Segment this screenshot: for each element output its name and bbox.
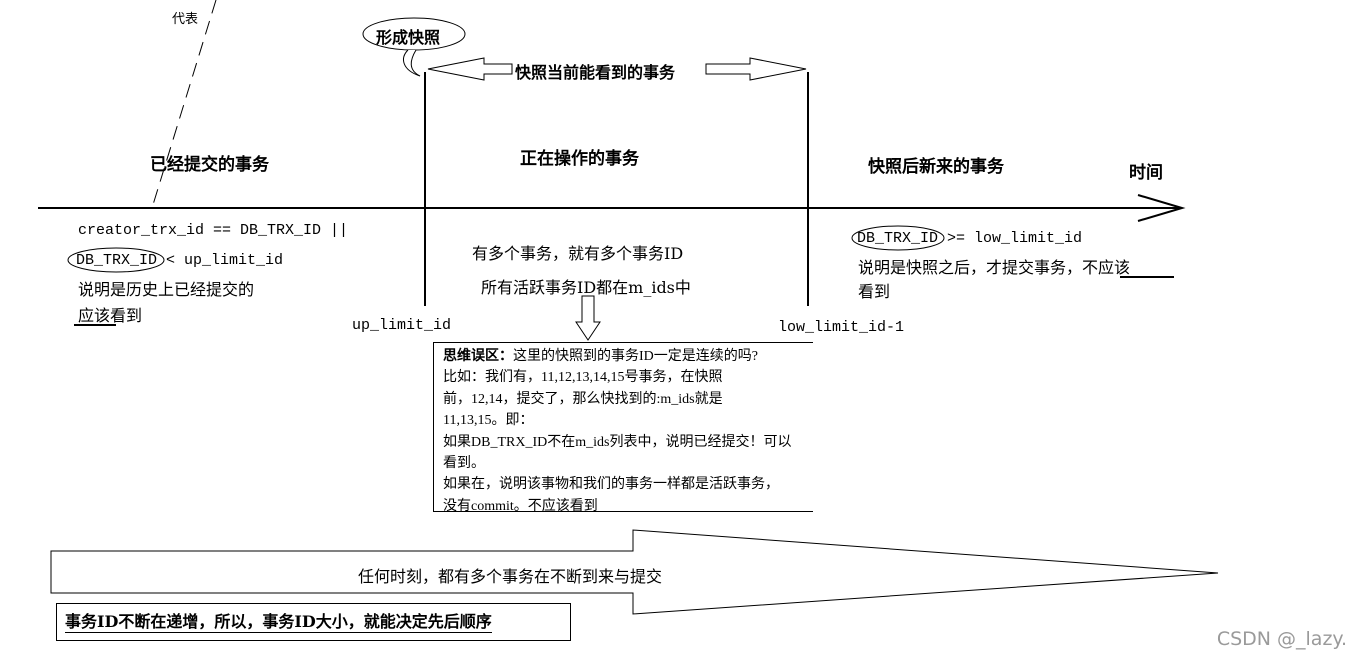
form-snapshot-label: 形成快照 [376,28,441,47]
summary-text: 事务ID不断在递增，所以，事务ID大小，就能决定先后顺序 [65,612,492,633]
dashed-leader-line [151,0,217,209]
flow-arrow-text: 任何时刻，都有多个事务在不断到来与提交 [358,567,663,586]
time-axis-arrowhead [1137,194,1186,222]
low-limit-marker: low_limit_id-1 [778,319,905,336]
left-desc-line1: 说明是历史上已经提交的 [78,280,255,299]
left-db-trx-id: DB_TRX_ID [76,252,158,269]
big-flow-arrow [50,529,1219,615]
right-id-ellipse [851,225,945,251]
time-label: 时间 [1129,163,1163,183]
note-db-trx-id: DB_TRX_ID [471,434,548,450]
left-condition-line2: DB_TRX_ID < up_limit_id [76,252,283,269]
note-question: 这里的快照到的事务ID一定是连续的吗? [513,349,758,364]
note-line5: 如果DB_TRX_ID不在m_ids列表中，说明已经提交！可以 [443,432,813,453]
left-id-ellipse [67,247,165,273]
range-arrow-right [705,57,807,81]
note-line4: 11,13,15。即： [443,413,534,429]
note-line3: 前，12,14，提交了，那么快找到的:m_ids就是 [443,391,723,407]
range-arrow-left [427,57,513,81]
summary-box: 事务ID不断在递增，所以，事务ID大小，就能决定先后顺序 [56,603,571,641]
note-title-line: 思维误区：这里的快照到的事务ID一定是连续的吗? [443,346,813,367]
note-line2: 比如：我们有，11,12,13,14,15号事务，在快照 [443,370,723,386]
note-line5-rest: 不在m_ids列表中，说明已经提交！可以 [547,434,792,450]
right-condition: DB_TRX_ID >= low_limit_id [857,230,1082,247]
right-desc-line2: 看到 [858,282,891,301]
note-line7: 如果在，说明该事物和我们的事务一样都是活跃事务， [443,477,779,493]
note-line6: 看到。 [443,456,485,472]
new-region-title: 快照后新来的事务 [868,157,1004,177]
up-limit-marker: up_limit_id [352,317,452,334]
right-desc-part1: 说明是快照之后，才提交事务， [858,258,1083,277]
represent-label: 代表 [172,12,199,27]
note-line8: 没有commit。不应该看到 [443,498,598,514]
right-db-trx-id: DB_TRX_ID [857,230,939,247]
right-desc-line1: 说明是快照之后，才提交事务，不应该 [858,254,1130,278]
right-condition-rest: >= low_limit_id [938,230,1083,247]
committed-region-title: 已经提交的事务 [150,155,269,175]
misconception-note: 思维误区：这里的快照到的事务ID一定是连续的吗? 比如：我们有，11,12,13… [433,342,813,514]
right-desc-part2: 不应该 [1082,258,1131,277]
visible-range-label: 快照当前能看到的事务 [515,63,676,82]
watermark: CSDN @_lazy. [1216,628,1347,650]
note-line5-start: 如果 [443,434,471,450]
middle-line2: 所有活跃事务ID都在m_ids中 [481,278,691,297]
down-arrow [575,295,601,341]
left-condition-rest: < up_limit_id [157,252,284,269]
note-title: 思维误区： [443,349,513,364]
middle-line1: 有多个事务，就有多个事务ID [472,244,684,263]
active-region-title: 正在操作的事务 [520,149,639,169]
left-desc-line2: 应该看到 [78,306,143,325]
callout-tail [403,49,421,77]
left-condition-line1: creator_trx_id == DB_TRX_ID || [78,222,349,239]
